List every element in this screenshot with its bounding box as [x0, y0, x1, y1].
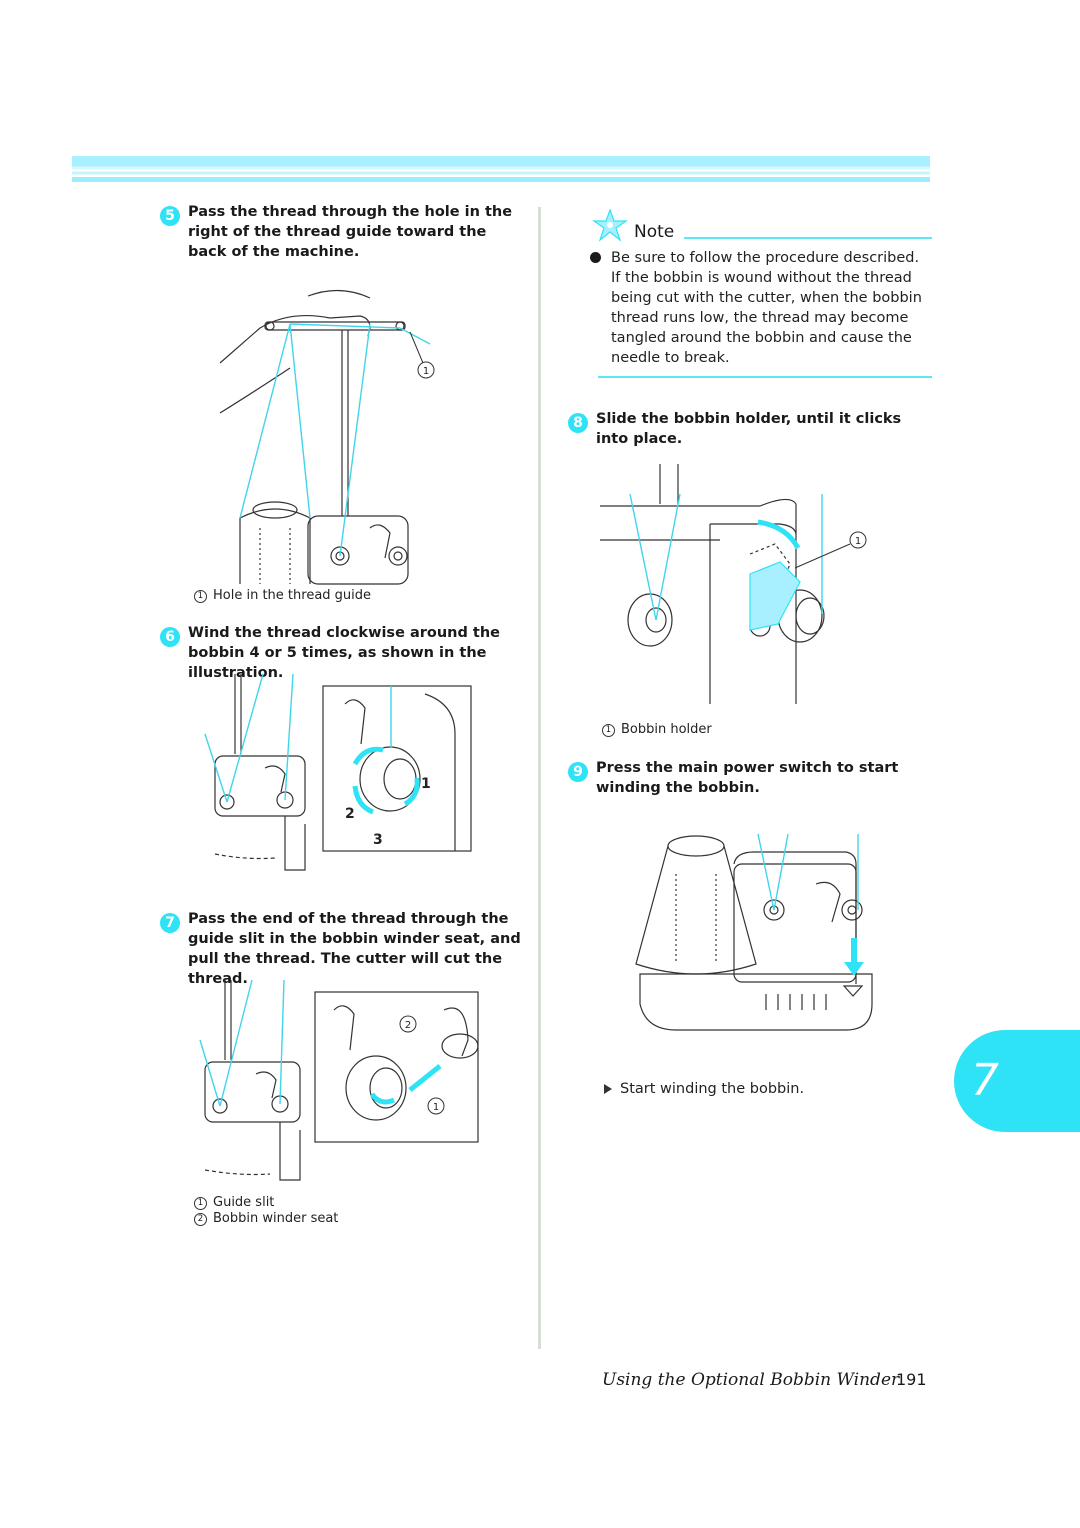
- step-label-3: 3: [373, 832, 383, 848]
- step-8: 8 Slide the bobbin holder, until it clic…: [568, 409, 930, 449]
- step-7: 7 Pass the end of the thread through the…: [160, 909, 522, 989]
- caption-hole-in-thread-guide: 1 Hole in the thread guide: [194, 588, 371, 604]
- step-text: Pass the thread through the hole in the …: [188, 204, 513, 260]
- step-text: Wind the thread clockwise around the bob…: [188, 625, 501, 681]
- note-top-rule: [684, 237, 932, 239]
- step-number: 9: [568, 762, 588, 782]
- step-number: 5: [160, 206, 180, 226]
- page-number: 191: [896, 1370, 927, 1389]
- step-text: Press the main power switch to start win…: [596, 760, 899, 796]
- note-bottom-rule: [598, 376, 932, 378]
- step-text: Pass the end of the thread through the g…: [188, 911, 521, 987]
- figure-bobbin-holder: 1: [600, 464, 867, 704]
- result-arrow-icon: [604, 1084, 612, 1094]
- figure-guide-slit: 2 1: [199, 979, 479, 1181]
- step-number: 8: [568, 413, 588, 433]
- header-band: [72, 156, 930, 182]
- figure-power-switch: [635, 833, 873, 1031]
- caption-guide-slit: 1 Guide slit: [194, 1195, 274, 1211]
- step-9: 9 Press the main power switch to start w…: [568, 758, 930, 798]
- chapter-tab: [954, 1030, 1080, 1132]
- step-number: 6: [160, 627, 180, 647]
- caption-bobbin-winder-seat: 2 Bobbin winder seat: [194, 1211, 338, 1227]
- callout-2: 2: [405, 1020, 411, 1031]
- result-start-winding: Start winding the bobbin.: [604, 1081, 804, 1097]
- step-5: 5 Pass the thread through the hole in th…: [160, 202, 522, 262]
- step-number: 7: [160, 913, 180, 933]
- step-text: Slide the bobbin holder, until it clicks…: [596, 411, 902, 447]
- note-text: Be sure to follow the procedure describe…: [611, 250, 922, 366]
- footer-section-title: Using the Optional Bobbin Winder: [602, 1370, 900, 1390]
- chapter-number: 7: [971, 1055, 999, 1106]
- step-label-1: 1: [421, 776, 431, 792]
- note-box: Note Be sure to follow the procedure des…: [590, 208, 932, 368]
- callout-1: 1: [423, 366, 429, 377]
- caption-bobbin-holder: 1 Bobbin holder: [602, 722, 712, 738]
- figure-wind-clockwise: 1 2 3: [204, 673, 472, 871]
- note-star-icon: [592, 208, 628, 242]
- figure-thread-guide: 1: [219, 289, 435, 585]
- callout-1: 1: [855, 536, 861, 547]
- column-divider: [538, 207, 541, 1349]
- step-label-2: 2: [345, 806, 355, 822]
- callout-1: 1: [433, 1102, 439, 1113]
- step-6: 6 Wind the thread clockwise around the b…: [160, 623, 522, 683]
- note-title: Note: [634, 222, 675, 242]
- bullet-icon: [590, 252, 601, 263]
